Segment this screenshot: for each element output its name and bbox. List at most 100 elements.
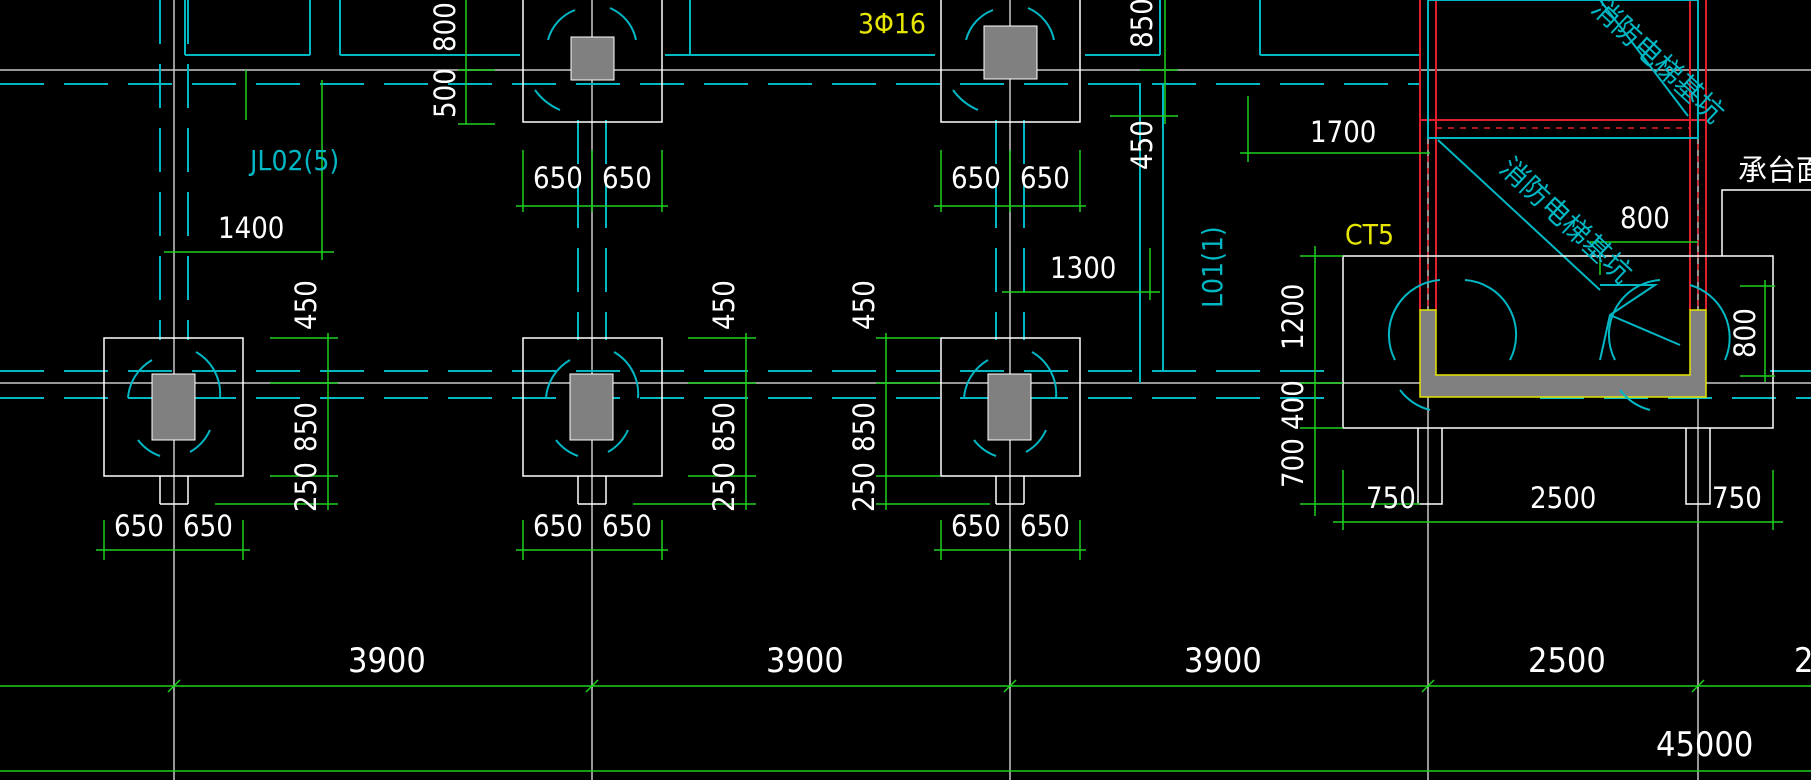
total-dim: 45000: [1656, 725, 1753, 765]
bay-dim-5: 2: [1794, 641, 1811, 681]
pile-circle-arc: [1025, 429, 1047, 453]
pile-circle-arc: [965, 9, 994, 41]
pile-circle-arc: [952, 89, 979, 111]
beam-label-l01: L01(1): [1196, 226, 1229, 308]
dim-650: 650: [533, 161, 583, 195]
dim-450-mid: 450: [1125, 120, 1159, 170]
dim-col1-left: 650: [114, 509, 164, 543]
dim-col3-right: 650: [1020, 509, 1070, 543]
pile-circle-arc: [547, 9, 576, 41]
sump-symbol: [1599, 284, 1659, 361]
dim-500-top: 500: [428, 68, 462, 118]
pile-circle-arc: [973, 439, 997, 457]
pile-circle-arc: [189, 429, 211, 453]
pile-circle-arc: [1031, 351, 1058, 399]
dim-col3-left: 650: [951, 509, 1001, 543]
dim-750-left: 750: [1366, 481, 1416, 515]
dim-tick: [1691, 679, 1705, 693]
dim-col1-bot: 250: [289, 462, 323, 512]
pile-circle-arc: [613, 351, 640, 399]
beam-label-jl02: JL02(5): [248, 144, 339, 177]
pile-circle-arc: [963, 359, 989, 399]
pile-cap-mid-2: [522, 337, 663, 477]
pile-circle-arc: [1399, 389, 1431, 411]
pile-circle-arc: [555, 439, 579, 457]
pile-circle-arc: [127, 359, 153, 399]
column-mid-2: [569, 373, 614, 441]
dim-col2-right: 650: [602, 509, 652, 543]
ct5-pit-wall-base: [1419, 309, 1707, 398]
dim-800-pit: 800: [1620, 201, 1670, 235]
dim-850-top: 850: [1125, 0, 1159, 48]
beam-l01-left: [1108, 83, 1141, 383]
ct5-leg-right: [1685, 428, 1711, 505]
dim-650: 650: [951, 161, 1001, 195]
ct5-leg-left: [1417, 428, 1443, 505]
pile-circle-arc: [195, 351, 222, 399]
pit-lower-diagonal: [1437, 139, 1601, 291]
pile-circle-arc: [1464, 279, 1518, 361]
dim-col2-bot: 250: [707, 462, 741, 512]
dim-tick: [585, 679, 599, 693]
pile-cap-top-2: [940, 0, 1081, 123]
dim-1200: 1200: [1276, 284, 1310, 350]
elevator-pit: [1342, 0, 1811, 505]
dim-col3-bot: 250: [847, 462, 881, 512]
pile-circle-arc: [1027, 7, 1055, 41]
dim-700: 700: [1276, 438, 1310, 488]
column-mid-3: [987, 373, 1032, 441]
cap-elevation-leader: [1721, 189, 1811, 256]
dim-400: 400: [1276, 380, 1310, 430]
pile-circle-arc: [534, 89, 561, 111]
dim-650: 650: [602, 161, 652, 195]
pile-circle-arc: [1607, 279, 1661, 361]
dim-750-right: 750: [1712, 481, 1762, 515]
dim-tick: [1421, 679, 1435, 693]
dim-tick: [167, 679, 181, 693]
cap-elevation-label: 承台面标: [1738, 153, 1811, 187]
dim-col3-mid: 850: [847, 402, 881, 452]
pile-caps: [103, 0, 1081, 505]
rebar-label: 3Φ16: [858, 7, 926, 40]
pile-circle-arc: [1689, 284, 1731, 361]
pile-circle-arc: [1619, 389, 1651, 411]
bay-dim-2: 3900: [766, 641, 844, 681]
dim-col1-right: 650: [183, 509, 233, 543]
bay-dim-3: 3900: [1184, 641, 1262, 681]
pile-cap-label-ct5: CT5: [1345, 218, 1394, 251]
dim-col2-top: 450: [707, 280, 741, 330]
column-top-1: [570, 36, 615, 81]
column-mid-1: [151, 373, 196, 441]
dim-1700: 1700: [1310, 115, 1376, 149]
pile-circle-arc: [607, 429, 629, 453]
pile-cap-mid-3: [940, 337, 1081, 477]
dim-1400: 1400: [218, 211, 284, 245]
dim-800-top: 800: [428, 2, 462, 52]
dim-2500-pit: 2500: [1530, 481, 1596, 515]
pile-circle-arc: [545, 359, 571, 399]
dim-800-right: 800: [1728, 308, 1762, 358]
dim-650: 650: [1020, 161, 1070, 195]
dim-tick: [1003, 679, 1017, 693]
sump-symbol: [1609, 314, 1681, 346]
pile-cap-top-1: [522, 0, 663, 123]
dim-1300: 1300: [1050, 251, 1116, 285]
dim-col3-top: 450: [847, 280, 881, 330]
dim-col1-mid: 850: [289, 402, 323, 452]
dimension-texts: 800 500 850 450 1700 1400 1300 800 650 6…: [114, 0, 1811, 765]
dim-col1-top: 450: [289, 280, 323, 330]
pile-circle-arc: [1387, 279, 1441, 361]
dim-col2-left: 650: [533, 509, 583, 543]
column-top-2: [983, 25, 1038, 80]
pile-cap-mid-1: [103, 337, 244, 477]
ct5-pile-cap: [1342, 255, 1774, 429]
bay-dim-1: 3900: [348, 641, 426, 681]
pile-circle-arc: [609, 7, 637, 41]
bay-dim-4: 2500: [1528, 641, 1606, 681]
pile-circle-arc: [137, 439, 161, 457]
dim-col2-mid: 850: [707, 402, 741, 452]
pit-upper-diagonal: [1599, 0, 1689, 117]
foundation-beams: [0, 0, 1811, 399]
